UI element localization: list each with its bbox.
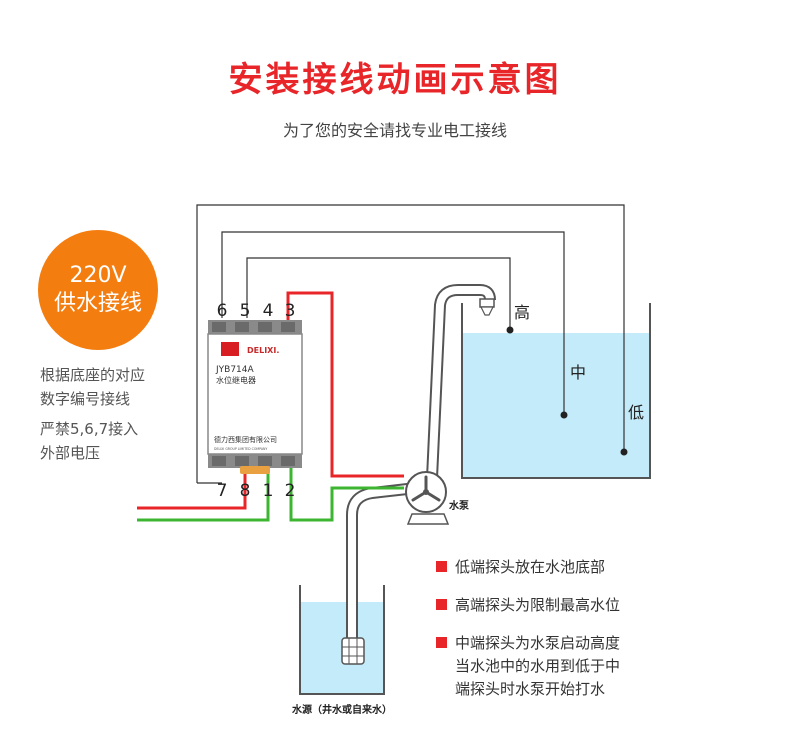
terminal-top-3: 3 (285, 301, 296, 321)
note-line-2: 数字编号接线 (40, 390, 131, 408)
wire-green-pump (289, 460, 404, 522)
note-line-1: 根据底座的对应 (40, 366, 146, 384)
water-tank (461, 303, 651, 479)
wire-mid-probe (221, 231, 565, 415)
wire-red-supply (137, 460, 247, 510)
terminal-bottom-2: 2 (285, 481, 296, 501)
device-top-rail (208, 320, 302, 334)
voltage-badge: 220V 供水接线 (38, 230, 158, 350)
nozzle-icon (479, 298, 495, 308)
device-model: JYB714A (215, 365, 255, 375)
page-subtitle: 为了您的安全请找专业电工接线 (282, 121, 507, 140)
device-clip (240, 466, 270, 474)
terminal-top-6: 6 (217, 301, 228, 321)
legend-item-high: 高端探头为限制最高水位 (436, 594, 756, 616)
terminal-top-4: 4 (263, 301, 274, 321)
note-line-3: 严禁5,6,7接入 (40, 420, 139, 438)
tank-water (462, 333, 650, 478)
probe-low-icon (620, 448, 628, 456)
wire-high-probe (246, 257, 511, 327)
device-name: 水位继电器 (216, 375, 256, 385)
device-company-en: DELIXI GROUP LIMITED COMPANY (214, 447, 267, 451)
device-bottom-rail (208, 454, 302, 468)
legend-item-mid: 中端探头为水泵启动高度 当水池中的水用到低于中 端探头时水泵开始打水 (436, 632, 756, 702)
terminal-bottom-8: 8 (240, 481, 251, 501)
label-low: 低 (628, 403, 644, 422)
device-led (221, 342, 239, 356)
page-title: 安装接线动画示意图 (228, 60, 562, 100)
wire-red-pump (286, 291, 404, 478)
legend-bullet-icon (436, 599, 447, 610)
badge-voltage: 220V (69, 263, 127, 288)
label-mid: 中 (570, 363, 586, 382)
pump-base (406, 513, 450, 525)
terminal-bottom-1: 1 (263, 481, 274, 501)
label-high: 高 (514, 303, 530, 322)
probe-mid-icon (560, 411, 568, 419)
legend-bullet-icon (436, 561, 447, 572)
wire-low-probe (196, 204, 625, 483)
device-brand: DELIXI. (247, 346, 279, 355)
probe-high-icon (506, 326, 514, 334)
strainer-icon (341, 637, 365, 665)
terminal-bottom-7: 7 (217, 481, 228, 501)
source-label: 水源（井水或自来水） (291, 703, 392, 716)
wire-green-supply (137, 460, 270, 522)
legend-bullet-icon (436, 637, 447, 648)
badge-caption: 供水接线 (53, 291, 142, 316)
legend-item-low: 低端探头放在水池底部 (436, 556, 756, 578)
terminal-top-5: 5 (240, 301, 251, 321)
device-company: 德力西集团有限公司 (214, 435, 277, 444)
source-bucket (299, 585, 385, 695)
note-line-4: 外部电压 (40, 444, 101, 462)
pump-label: 水泵 (448, 499, 470, 512)
